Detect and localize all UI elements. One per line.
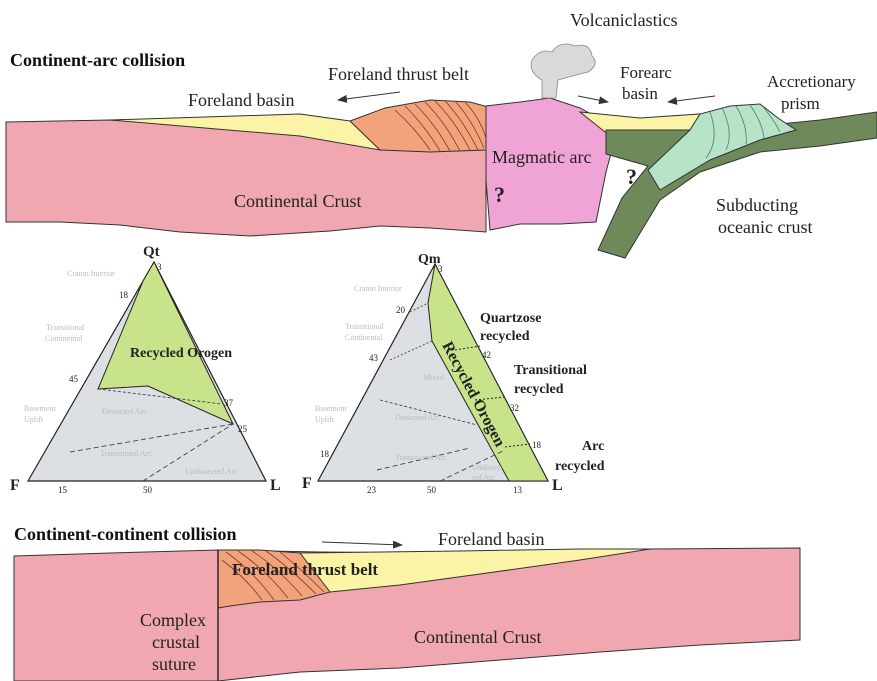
suture-suture-label: suture <box>152 654 196 674</box>
qmflt-apex-l: L <box>552 477 563 494</box>
qmflt-tick-20: 20 <box>396 305 406 315</box>
continent-arc-title: Continent-arc collision <box>10 50 185 70</box>
qtfl-tick-25: 25 <box>238 424 248 434</box>
qmflt-tick-18-left: 18 <box>320 449 330 459</box>
arrow-foreland-left <box>338 92 400 100</box>
accretionary-label: Accretionary <box>767 72 856 91</box>
qmflt-quartzose-recycled-label: recycled <box>480 329 530 344</box>
qtfl-craton-interior: Craton Interior <box>67 269 115 278</box>
qmflt-continental: Continental <box>345 333 383 342</box>
qmflt-tick-13: 13 <box>513 485 523 495</box>
qmflt-uplift: Uplift <box>315 415 335 424</box>
qmflt-arc-recycled-label: recycled <box>555 459 605 474</box>
volcaniclastics-plume <box>531 44 595 98</box>
continent-continent-title: Continent-continent collision <box>14 524 237 544</box>
qmflt-craton-interior: Craton Interior <box>354 284 402 293</box>
qmflt-dissected-arc: Dissected Arc <box>395 413 440 422</box>
qtfl-continental: Continental <box>45 334 83 343</box>
qtfl-tick-3: 3 <box>157 262 162 272</box>
qtfl-ternary-diagram: Qt F L 3 18 45 37 25 15 50 Craton Interi… <box>10 244 281 495</box>
qtfl-transitional-arc: Transitional Arc <box>100 449 152 458</box>
qtfl-dissected-arc: Dissected Arc <box>102 407 147 416</box>
qmflt-tick-42: 42 <box>482 350 491 360</box>
qmflt-tick-18-right: 18 <box>532 440 542 450</box>
qmflt-tick-3: 3 <box>438 264 443 274</box>
qmflt-transitional-recycled-label: recycled <box>514 382 564 397</box>
qmflt-undissected: Undissec- <box>472 463 504 472</box>
continental-crust-label-top: Continental Crust <box>234 191 362 211</box>
forearc-label: Forearc <box>620 63 672 82</box>
qtfl-uplift: Uplift <box>24 415 44 424</box>
qmflt-quartzose-label: Quartzose <box>480 311 541 326</box>
arrow-foreland-right <box>322 542 402 545</box>
qtfl-basement: Basement <box>24 404 56 413</box>
oceanic-crust-label: oceanic crust <box>718 217 812 237</box>
qtfl-apex-qt: Qt <box>143 244 160 260</box>
arrow-forearc-right <box>578 96 608 102</box>
magmatic-arc-label: Magmatic arc <box>492 147 591 167</box>
subducting-label: Subducting <box>716 195 798 215</box>
qtfl-tick-37: 37 <box>224 398 234 408</box>
qtfl-tick-18: 18 <box>119 290 129 300</box>
qmflt-ted-arc: ted Arc <box>472 473 496 482</box>
qmflt-tick-50: 50 <box>427 485 437 495</box>
continent-continent-section: Continent-continent collision Foreland b… <box>14 524 800 681</box>
suture-crustal-label: crustal <box>152 632 200 652</box>
qmflt-tick-23: 23 <box>367 485 377 495</box>
prism-label: prism <box>781 94 820 113</box>
qtfl-tick-50: 50 <box>143 485 153 495</box>
continental-crust-label-bottom: Continental Crust <box>414 627 542 647</box>
qtfl-tick-45: 45 <box>69 374 79 384</box>
continent-arc-section: Continent-arc collision <box>6 10 877 258</box>
qmflt-apex-f: F <box>302 475 312 492</box>
qmflt-tick-43: 43 <box>369 353 379 363</box>
qmflt-transitional-label: Transitional <box>514 363 587 378</box>
foreland-thrust-belt-label: Foreland thrust belt <box>328 64 469 84</box>
qmflt-basement: Basement <box>315 404 347 413</box>
foreland-basin-label: Foreland basin <box>188 90 294 110</box>
volcaniclastics-label: Volcaniclastics <box>570 10 678 30</box>
qtfl-tick-15: 15 <box>58 485 68 495</box>
qtfl-recycled-orogen-label: Recycled Orogen <box>130 346 232 361</box>
qmflt-transitional: Transitional <box>345 322 384 331</box>
arc-question-mark: ? <box>494 182 505 207</box>
bottom-foreland-basin-label: Foreland basin <box>438 529 544 549</box>
suture-complex-label: Complex <box>140 610 206 630</box>
qtfl-apex-l: L <box>270 477 281 494</box>
qmflt-mixed: Mixed <box>423 373 444 382</box>
arrow-forearc-left <box>668 96 715 102</box>
qmflt-arc-label: Arc <box>582 439 604 454</box>
qmflt-transitional-arc: Transitional Arc <box>395 453 447 462</box>
qtfl-apex-f: F <box>10 477 20 494</box>
qmflt-tick-32: 32 <box>510 403 519 413</box>
qtfl-transitional: Transitional <box>46 323 85 332</box>
bottom-foreland-thrust-belt-label: Foreland thrust belt <box>232 560 378 579</box>
slab-question-mark: ? <box>626 164 637 189</box>
forearc-basin-label: basin <box>622 84 658 103</box>
qtfl-undissected-arc: Undissected Arc <box>185 467 238 476</box>
qmflt-ternary-diagram: Qm F L 3 20 43 18 42 32 18 23 50 13 Crat… <box>302 252 605 495</box>
